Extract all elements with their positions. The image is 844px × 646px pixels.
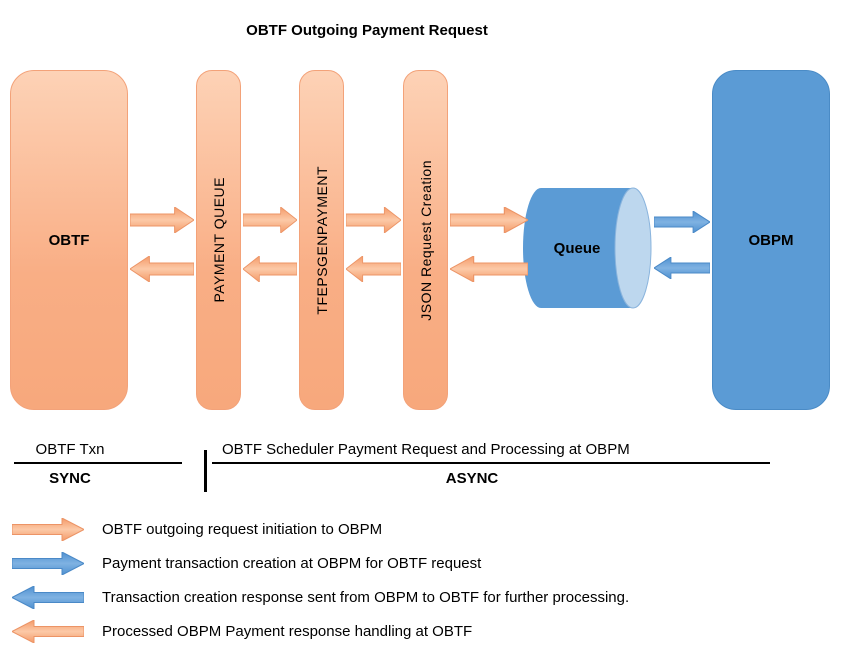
legend-row: Processed OBPM Payment response handling… xyxy=(12,620,629,643)
flow-arrow-right-json-to-queue xyxy=(450,207,528,233)
flow-arrow-left-tfeps-to-paymentqueue xyxy=(243,256,297,282)
legend-text: Processed OBPM Payment response handling… xyxy=(102,623,473,640)
orange-right-arrow-icon xyxy=(12,518,84,541)
blue-left-arrow-icon xyxy=(12,586,84,609)
flow-arrow-left-json-to-tfeps xyxy=(346,256,401,282)
flow-arrow-right-obtf-to-paymentqueue xyxy=(130,207,194,233)
blue-right-arrow-icon xyxy=(12,552,84,575)
legend-text: OBTF outgoing request initiation to OBPM xyxy=(102,521,383,538)
async-underline xyxy=(212,462,770,464)
flow-arrow-right-queue-to-obpm xyxy=(654,211,710,233)
legend-row: Transaction creation response sent from … xyxy=(12,586,629,609)
tfepsgenpayment-node: TFEPSGENPAYMENT xyxy=(299,70,344,410)
flow-arrow-right-paymentqueue-to-tfeps xyxy=(243,207,297,233)
queue-label: Queue xyxy=(553,239,601,257)
sync-mode-label: SYNC xyxy=(49,470,91,487)
flow-arrow-left-obpm-to-queue xyxy=(654,257,710,279)
flow-arrow-left-queue-to-json xyxy=(450,256,528,282)
legend-row: OBTF outgoing request initiation to OBPM xyxy=(12,518,629,541)
orange-left-arrow-icon xyxy=(12,620,84,643)
async-phase-label: OBTF Scheduler Payment Request and Proce… xyxy=(222,441,630,458)
obpm-label: OBPM xyxy=(748,231,794,249)
legend-text: Transaction creation response sent from … xyxy=(102,589,630,606)
obpm-node: OBPM xyxy=(712,70,830,410)
legend-row: Payment transaction creation at OBPM for… xyxy=(12,552,629,575)
flow-arrow-left-paymentqueue-to-obtf xyxy=(130,256,194,282)
obtf-label: OBTF xyxy=(48,231,90,249)
obtf-node: OBTF xyxy=(10,70,128,410)
tfepsgenpayment-label: TFEPSGENPAYMENT xyxy=(313,165,330,315)
queue-cylinder xyxy=(523,187,652,309)
json-request-node: JSON Request Creation xyxy=(403,70,448,410)
diagram-title: OBTF Outgoing Payment Request xyxy=(246,22,488,39)
legend-text: Payment transaction creation at OBPM for… xyxy=(102,555,482,572)
sync-phase-label: OBTF Txn xyxy=(35,441,105,458)
phase-separator xyxy=(204,450,207,492)
sync-underline xyxy=(14,462,182,464)
json-request-label: JSON Request Creation xyxy=(417,159,434,321)
async-mode-label: ASYNC xyxy=(445,470,499,487)
payment-queue-node: PAYMENT QUEUE xyxy=(196,70,241,410)
legend: OBTF outgoing request initiation to OBPM… xyxy=(12,518,629,643)
flow-arrow-right-tfeps-to-json xyxy=(346,207,401,233)
payment-queue-label: PAYMENT QUEUE xyxy=(210,177,227,303)
